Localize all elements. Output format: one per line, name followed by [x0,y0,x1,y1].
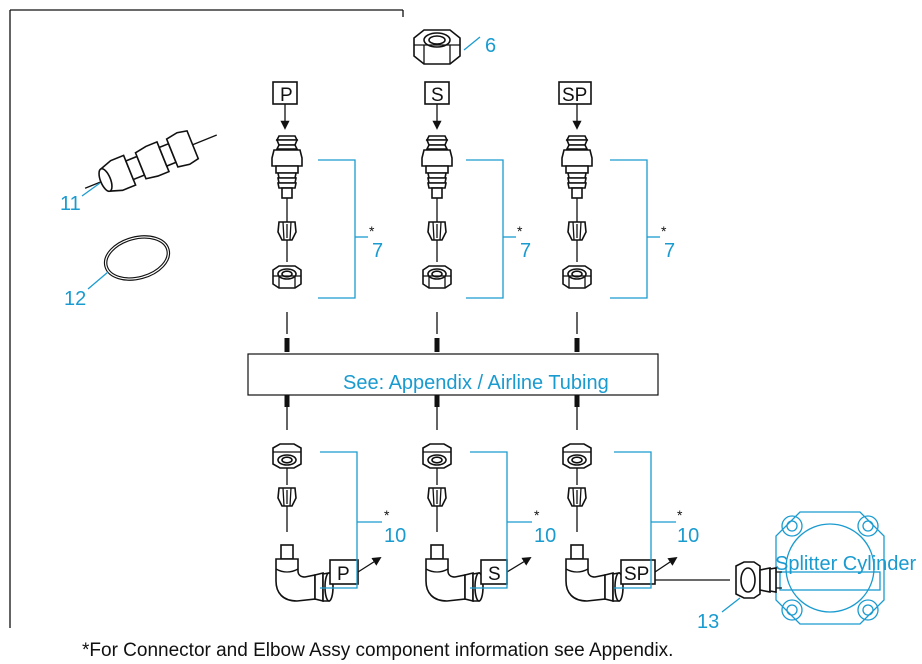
connector-p [271,135,303,199]
connector-s [421,135,453,199]
asterisk-7-s: * [517,223,523,239]
bracket-7-s [466,159,504,299]
callout-11-leader [81,182,101,197]
callout-7-p: 7 [372,240,383,262]
asterisk-7-p: * [369,223,375,239]
asterisk-10-s: * [534,507,540,523]
column-sp: SP SP [558,81,730,602]
ferrule-sp-top [567,221,587,241]
tube-stub-p-top [284,338,290,352]
port-label-box-s-bottom [480,559,508,585]
nut-s-bottom [422,443,452,469]
callout-10-p: 10 [384,525,406,547]
item-6-hex-nut [413,29,461,65]
splitter-cylinder-label: Splitter Cylinder [775,553,917,575]
port-label-p-bottom: P [337,564,350,585]
port-label-sp-bottom: SP [624,564,649,585]
ferrule-s-bottom [427,487,447,507]
port-label-s-bottom: S [488,564,501,585]
asterisk-7-sp: * [661,223,667,239]
ferrule-p-top [277,221,297,241]
column-p: P P [271,81,382,602]
callout-13: 13 [697,611,719,633]
callout-6-leader [463,36,481,51]
bracket-10-p [320,451,358,589]
airline-tubing-box [247,353,659,396]
elbow-s [425,544,484,602]
callout-11: 11 [60,193,81,215]
nut-p-bottom [272,443,302,469]
callout-12-leader [87,271,109,290]
asterisk-10-p: * [384,507,390,523]
ferrule-sp-bottom [567,487,587,507]
airline-tubing-text: See: Appendix / Airline Tubing [343,372,609,394]
callout-10-sp: 10 [677,525,699,547]
tube-stub-sp-top [574,338,580,352]
item-13-fitting [735,561,782,599]
callout-6: 6 [485,35,496,57]
asterisk-10-sp: * [677,507,683,523]
item-12-o-ring [103,235,171,281]
splitter-cylinder [775,511,885,625]
bracket-7-p [318,159,356,299]
connector-sp [561,135,593,199]
callout-12: 12 [64,288,86,310]
tube-stub-s-top [434,338,440,352]
nut-p-top [272,265,302,289]
nut-sp-top [562,265,592,289]
port-label-box-sp-bottom [620,559,656,585]
nut-s-top [422,265,452,289]
bracket-10-sp [614,451,652,589]
item-11-union-fitting [84,129,218,193]
callout-7-sp: 7 [664,240,675,262]
footnote-text: *For Connector and Elbow Assy component … [82,640,673,661]
elbow-p [275,544,334,602]
callout-7-s: 7 [520,240,531,262]
callout-10-s: 10 [534,525,556,547]
bracket-10-s [470,451,508,589]
port-label-box-sp-top [558,81,592,105]
ferrule-s-top [427,221,447,241]
elbow-sp [565,544,624,602]
column-s: S S [421,81,532,602]
port-label-sp-top: SP [562,85,587,106]
callout-13-leader [721,597,741,613]
port-label-s-top: S [431,85,444,106]
ferrule-p-bottom [277,487,297,507]
port-label-p-top: P [280,85,293,106]
bracket-7-sp [610,159,648,299]
nut-sp-bottom [562,443,592,469]
